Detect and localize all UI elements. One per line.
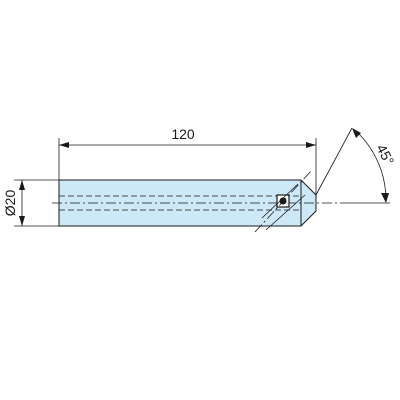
diameter-arrow-top — [19, 180, 25, 190]
diameter-label: Ø20 — [2, 190, 18, 217]
angle-extension-line — [315, 127, 353, 196]
cross-hole — [254, 169, 313, 233]
angle-arrow-top — [352, 128, 361, 138]
length-dimension: 120 — [58, 126, 317, 195]
length-label: 120 — [171, 126, 195, 142]
angle-label: 45° — [373, 142, 397, 168]
cross-hole-axis — [254, 169, 313, 233]
angle-arc — [356, 131, 387, 202]
cross-hole-edge-2 — [265, 194, 306, 231]
angle-dimension: 45° — [315, 127, 397, 204]
diameter-dimension: Ø20 — [2, 179, 59, 227]
length-arrow-right — [306, 142, 316, 148]
length-arrow-left — [59, 142, 69, 148]
cross-hole-edge-1 — [261, 183, 299, 219]
angle-arrow-bottom — [381, 193, 389, 203]
diameter-arrow-bottom — [19, 216, 25, 226]
